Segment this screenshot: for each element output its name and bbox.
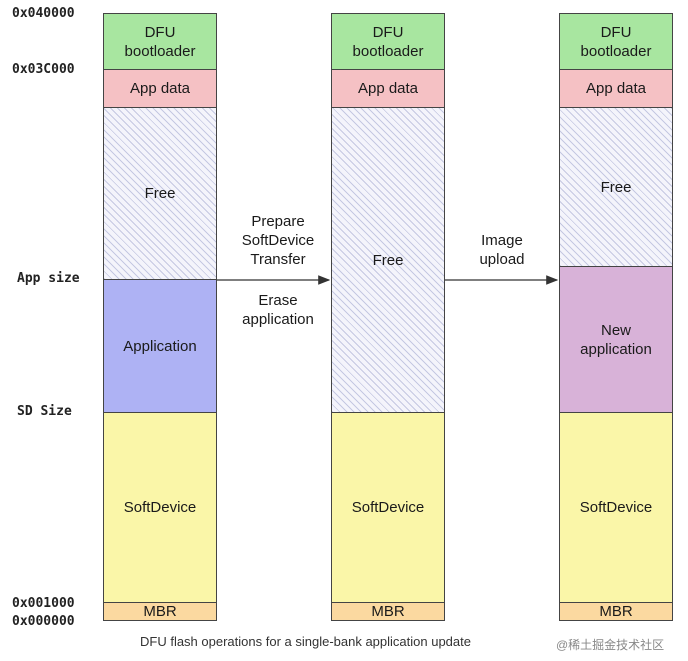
segment-application: Application: [103, 279, 217, 413]
segment-mbr: MBR: [103, 602, 217, 621]
segment-free: Free: [331, 107, 445, 413]
step-image-upload: Image upload: [479, 232, 525, 268]
diagram-caption: DFU flash operations for a single-bank a…: [140, 634, 471, 649]
segment-softdevice: SoftDevice: [331, 412, 445, 603]
address-top: 0x040000: [12, 6, 75, 21]
segment-app-data: App data: [331, 69, 445, 108]
segment-mbr: MBR: [331, 602, 445, 621]
segment-softdevice: SoftDevice: [103, 412, 217, 603]
label-sd-size: SD Size: [17, 404, 72, 419]
address-bottom: 0x000000: [12, 614, 75, 629]
flash-column-before: DFU bootloader App data Free Application…: [103, 13, 217, 621]
segment-new-application: New application: [559, 266, 673, 413]
address-mbr-end: 0x001000: [12, 596, 75, 611]
segment-dfu-bootloader: DFU bootloader: [331, 13, 445, 70]
segment-softdevice: SoftDevice: [559, 412, 673, 603]
flash-column-erased: DFU bootloader App data Free SoftDevice …: [331, 13, 445, 621]
watermark: @稀土掘金技术社区: [556, 638, 665, 652]
segment-mbr: MBR: [559, 602, 673, 621]
segment-free: Free: [559, 107, 673, 267]
label-app-size: App size: [17, 271, 80, 286]
step-erase-application: Erase application: [242, 292, 314, 328]
address-bootloader-start: 0x03C000: [12, 62, 75, 77]
flash-column-updated: DFU bootloader App data Free New applica…: [559, 13, 673, 621]
segment-dfu-bootloader: DFU bootloader: [559, 13, 673, 70]
step-prepare-softdevice-transfer: Prepare SoftDevice Transfer: [241, 213, 315, 268]
segment-app-data: App data: [559, 69, 673, 108]
segment-free: Free: [103, 107, 217, 280]
